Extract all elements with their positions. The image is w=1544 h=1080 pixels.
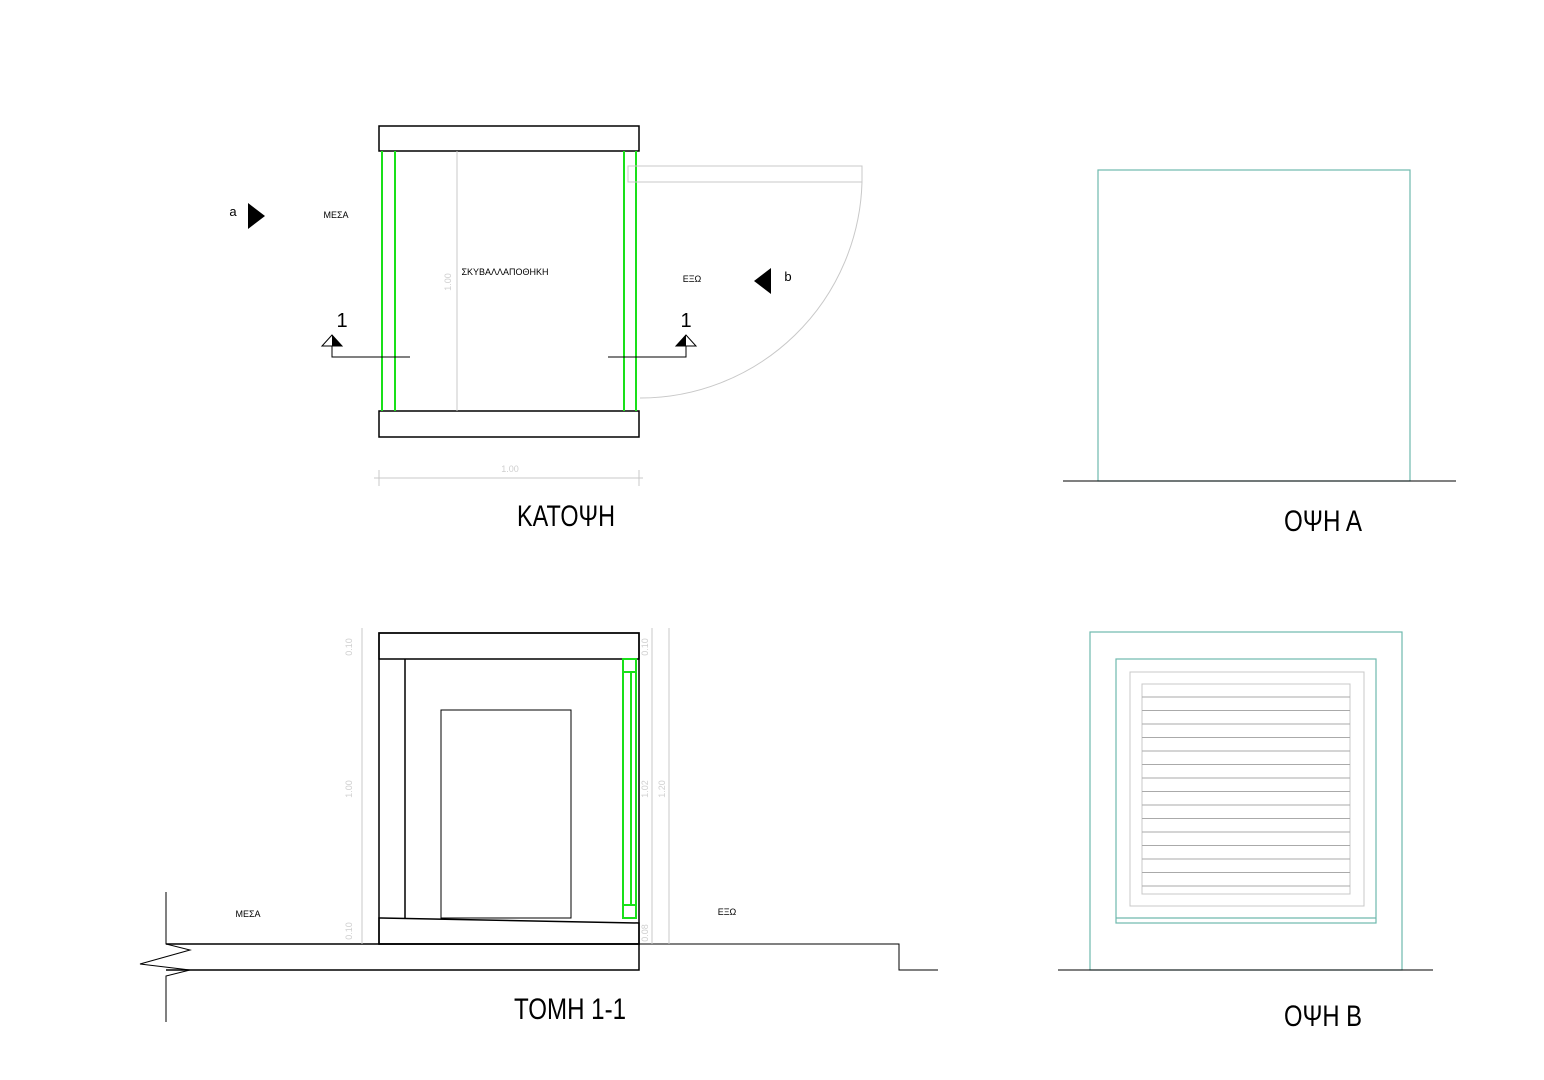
dim-right-bottom: 0.08 <box>640 924 650 942</box>
elevation-a: ΟΨΗ Α <box>1063 169 1456 538</box>
elevation-b-outline <box>1089 631 1403 971</box>
section-marker-left-label: 1 <box>336 310 347 332</box>
view-b-arrow-icon <box>754 268 771 294</box>
plan-inside-label: ΜΕΣΑ <box>323 210 348 220</box>
section-view: 0.10 1.00 0.10 0.10 1.02 1.20 0.08 ΜΕΣΑ … <box>139 628 938 1026</box>
section-outside-label: ΕΞΩ <box>718 907 737 917</box>
section-inside-label: ΜΕΣΑ <box>235 909 260 919</box>
section-marker-right-label: 1 <box>680 310 691 332</box>
door-panel <box>1129 671 1365 907</box>
section-marker-right: 1 <box>608 310 698 358</box>
plan-wall-bottom <box>378 410 640 438</box>
plan-dim-depth: 1.00 <box>443 273 453 291</box>
view-b-marker-label: b <box>784 269 791 284</box>
break-line <box>139 892 192 1022</box>
plan-outside-label: ΕΞΩ <box>683 274 702 284</box>
dim-right-mid: 1.02 <box>640 780 650 798</box>
door-frame <box>1115 658 1377 924</box>
door-swing-arc <box>639 181 863 399</box>
elevation-a-title: ΟΨΗ Α <box>1284 505 1362 538</box>
elevation-b-title: ΟΨΗ Β <box>1284 1000 1362 1033</box>
plan-wall-top <box>378 125 640 152</box>
dim-left-mid: 1.00 <box>344 780 354 798</box>
view-a-marker-label: a <box>229 204 237 219</box>
door-louver <box>1141 683 1351 895</box>
plan-view: 1.00 1.00 a ΜΕΣΑ ΣΚΥΒΑΛΛΑΠΟΘΗΚΗ ΕΞΩ b 1 … <box>229 125 863 533</box>
section-dimensions: 0.10 1.00 0.10 0.10 1.02 1.20 0.08 <box>344 628 670 944</box>
dim-left-bottom: 0.10 <box>344 922 354 940</box>
plan-window-left <box>381 151 396 411</box>
ground-slab <box>166 943 640 971</box>
bin-container <box>440 709 572 919</box>
section-marker-left: 1 <box>320 310 410 358</box>
elevation-b: ΟΨΗ Β <box>1058 631 1433 1033</box>
section-title: ΤΟΜΗ 1-1 <box>514 993 626 1026</box>
plan-window-right <box>623 151 637 411</box>
view-a-arrow-icon <box>248 203 265 229</box>
dim-right-top: 0.10 <box>640 638 650 656</box>
dim-right-total: 1.20 <box>657 780 667 798</box>
section-window <box>622 658 637 919</box>
dim-left-top: 0.10 <box>344 638 354 656</box>
plan-title: ΚΑΤΟΨΗ <box>517 500 615 533</box>
roof-slab <box>378 632 640 660</box>
floor-slab <box>378 917 640 945</box>
plan-room-label: ΣΚΥΒΑΛΛΑΠΟΘΗΚΗ <box>461 267 548 277</box>
section-outline <box>378 632 640 945</box>
plan-dim-width: 1.00 <box>501 464 519 474</box>
elevation-a-outline <box>1097 169 1411 482</box>
door-leaf <box>627 165 863 183</box>
